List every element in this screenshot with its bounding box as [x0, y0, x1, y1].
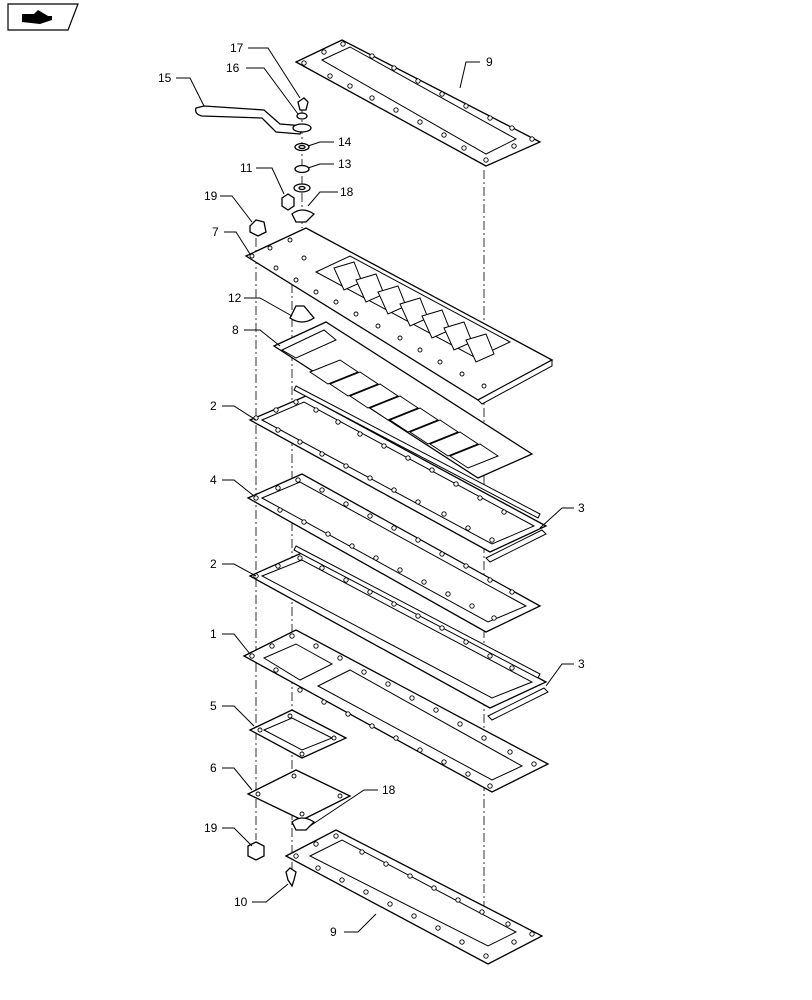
- callout-4: 4: [210, 473, 217, 487]
- callout-6: 6: [210, 761, 217, 775]
- part-3-strip-bottom: [487, 687, 549, 721]
- part-9-bottom-frame: [284, 829, 544, 965]
- part-3-strip-top: [485, 529, 547, 563]
- callout-7: 7: [212, 225, 219, 239]
- callout-8: 8: [232, 323, 239, 337]
- part-7-louver-plate: [244, 227, 554, 405]
- callout-18-bottom: 18: [382, 783, 396, 797]
- callout-16: 16: [226, 61, 240, 75]
- part-15-handle: [194, 105, 306, 135]
- callout-15: 15: [158, 71, 172, 85]
- part-11-nut: [281, 193, 295, 211]
- part-2-gasket-top: [248, 385, 548, 553]
- part-19-block-bottom: [247, 841, 265, 861]
- callout-9-bottom: 9: [330, 925, 337, 939]
- callout-3-top: 3: [578, 501, 585, 515]
- part-12-pivot: [289, 305, 315, 323]
- part-4-frame: [246, 473, 542, 633]
- part-8-window-plate: [272, 321, 534, 479]
- part-6-cover: [246, 769, 352, 821]
- part-10-bolt: [285, 867, 297, 888]
- callout-2-top: 2: [210, 399, 217, 413]
- part-18-clip-bottom: [291, 817, 316, 831]
- callout-14: 14: [338, 135, 352, 149]
- callout-19-bottom: 19: [204, 821, 218, 835]
- part-9-top-frame: [294, 39, 542, 167]
- small-hardware: [292, 97, 312, 193]
- hand-pointing-icon: [22, 10, 52, 24]
- part-18-clip-top: [291, 209, 316, 223]
- part-19-block-top: [249, 219, 267, 237]
- callout-1: 1: [210, 627, 217, 641]
- callout-19-top: 19: [204, 189, 218, 203]
- callout-10: 10: [234, 895, 248, 909]
- callout-3-bottom: 3: [578, 657, 585, 671]
- callout-18-top: 18: [340, 185, 354, 199]
- part-5-small-gasket: [248, 709, 348, 759]
- callout-17: 17: [230, 41, 244, 55]
- callout-13: 13: [338, 157, 352, 171]
- callout-11: 11: [240, 161, 253, 175]
- part-1-base-plate: [242, 629, 550, 793]
- callout-12: 12: [228, 291, 242, 305]
- callout-5: 5: [210, 699, 217, 713]
- nav-tab[interactable]: [7, 3, 79, 31]
- callout-labels: 17 16 15 14 13 18 11 19 7 12 8 9 2 4 2 1…: [158, 41, 585, 939]
- callout-9-top: 9: [486, 55, 493, 69]
- callout-2-bottom: 2: [210, 557, 217, 571]
- part-2-gasket-bottom: [248, 545, 548, 709]
- leader-lines: [176, 47, 574, 933]
